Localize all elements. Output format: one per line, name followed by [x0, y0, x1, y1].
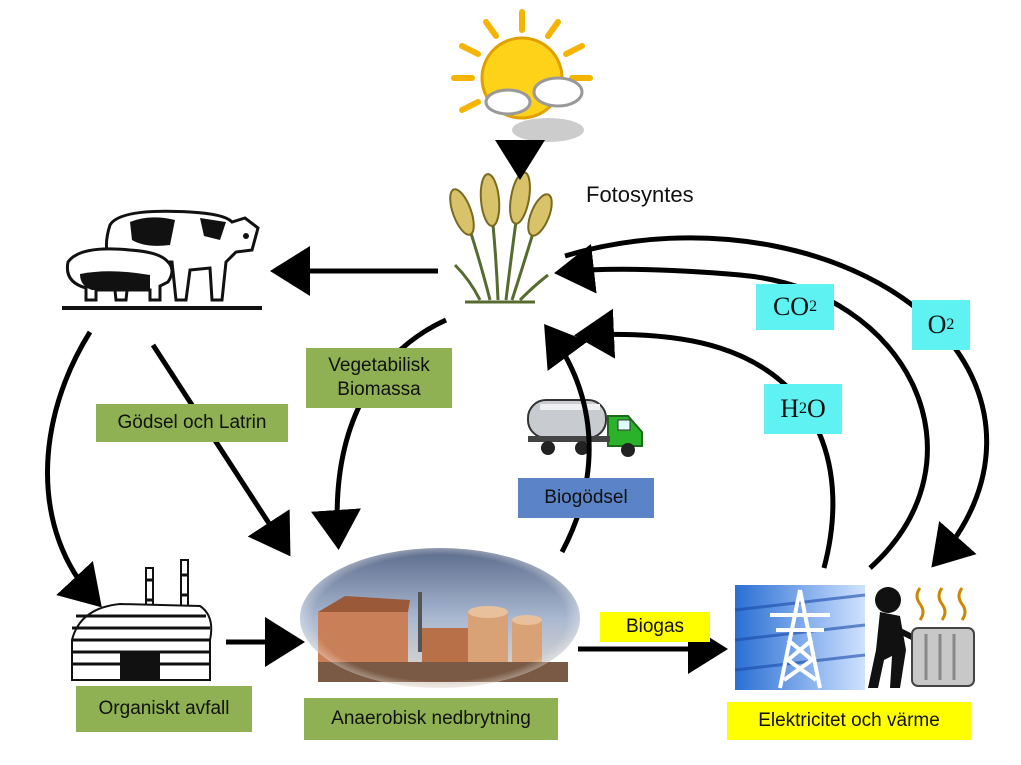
- label-biogodsel: Biogödsel: [518, 478, 654, 518]
- o2-main: O: [927, 309, 947, 339]
- h2o-subscript: 2: [799, 400, 807, 417]
- arrow-animals-to-waste: [45, 330, 102, 608]
- label-elektricitet-och-varme: Elektricitet och värme: [727, 702, 971, 740]
- industrial-plant-icon: [71, 559, 213, 681]
- label-fotosyntes: Fotosyntes: [586, 182, 694, 208]
- power-pylon-icon: [734, 585, 866, 690]
- arrow-digester-to-crop: [544, 323, 592, 554]
- label-anaerobisk-nedbrytning: Anaerobisk nedbrytning: [304, 698, 558, 740]
- label-vegetabilisk-line1: Vegetabilisk: [328, 355, 430, 377]
- label-organiskt-avfall: Organiskt avfall: [76, 686, 252, 732]
- label-vegetabilisk-line2: Biomassa: [337, 379, 421, 400]
- arrow-h2o-to-crop: [574, 308, 836, 569]
- label-vegetabilisk-biomassa: Vegetabilisk Biomassa: [306, 348, 452, 408]
- arrow-animals-to-digester: [150, 343, 291, 557]
- cow-and-pig-icon: [62, 209, 262, 310]
- sun-with-clouds-icon: [451, 9, 593, 142]
- h2o-o: O: [807, 393, 826, 423]
- o2-subscript: 2: [946, 316, 955, 333]
- label-biogas: Biogas: [600, 612, 710, 642]
- h2o-h: H: [780, 393, 799, 423]
- person-with-radiator-icon: [868, 587, 975, 688]
- biogas-plant-photo: [300, 548, 580, 688]
- co2-main: CO: [772, 291, 810, 321]
- label-godsel-och-latrin: Gödsel och Latrin: [96, 404, 288, 442]
- co2-subscript: 2: [809, 298, 818, 315]
- wheat-icon: [449, 171, 553, 304]
